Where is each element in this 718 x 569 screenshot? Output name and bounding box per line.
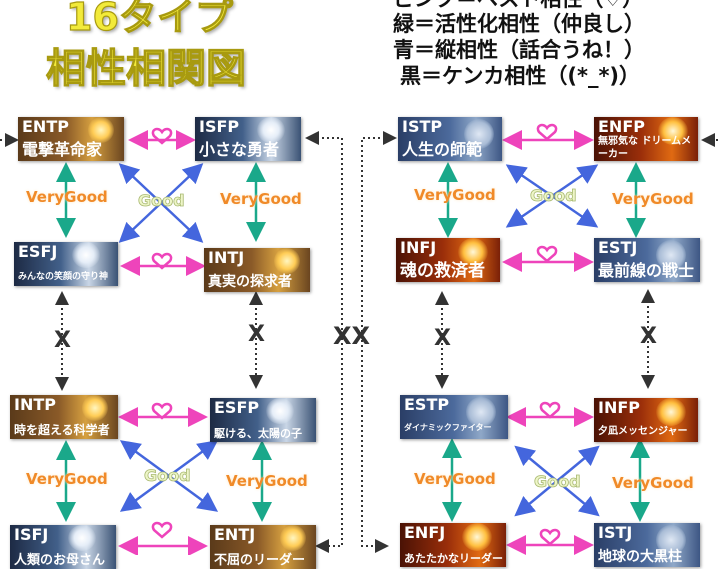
type-nickname: 人類のお母さん — [14, 553, 106, 568]
conflict-mark: X — [434, 326, 451, 351]
type-code: INFP — [598, 398, 640, 417]
very-good-label: VeryGood — [612, 474, 694, 492]
title-line-1: 16タイプ — [65, 0, 233, 40]
type-nickname: 人生の師範 — [402, 140, 483, 159]
type-nickname: 電撃革命家 — [22, 140, 103, 159]
very-good-label: VeryGood — [414, 186, 496, 204]
connector-lines — [0, 123, 718, 555]
title-line-2: 相性相関図 — [45, 45, 246, 92]
type-code: ISFP — [199, 117, 240, 136]
type-nickname: 夕凪メッセンジャー — [598, 426, 688, 437]
type-code: ENFP — [598, 117, 645, 136]
card-infp: INFP 夕凪メッセンジャー — [594, 398, 698, 442]
type-code: ISTP — [402, 117, 443, 136]
card-enfj: ENFJ あたたかなリーダー — [400, 523, 506, 567]
card-enfp: ENFP 無邪気な ドリームメーカー — [594, 117, 698, 161]
type-code: ESFJ — [18, 242, 58, 261]
type-nickname: 駆ける、太陽の子 — [214, 427, 302, 440]
type-code: INFJ — [400, 238, 437, 257]
conflict-mark-center: XX — [333, 322, 371, 350]
type-nickname: 魂の救済者 — [400, 261, 485, 281]
card-isfp: ISFP 小さな勇者 — [195, 117, 301, 161]
card-intp: INTP 時を超える科学者 — [10, 395, 118, 439]
type-code: ESTP — [404, 395, 450, 414]
card-infj: INFJ 魂の救済者 — [396, 238, 500, 282]
card-entp: ENTP 電撃革命家 — [18, 117, 124, 161]
good-label: Good — [138, 191, 185, 211]
type-nickname: 小さな勇者 — [199, 140, 280, 159]
conflict-mark: X — [640, 324, 657, 349]
legend-conflict: 黒＝ケンカ相性（(*_*)） — [400, 64, 641, 88]
conflict-mark: X — [54, 328, 71, 353]
type-nickname: ダイナミックファイター — [404, 423, 492, 432]
very-good-label: VeryGood — [26, 188, 108, 206]
legend-vertical: 青＝縦相性（話合うね！） — [393, 38, 645, 62]
type-nickname: あたたかなリーダー — [404, 552, 503, 565]
card-isfj: ISFJ 人類のお母さん — [10, 525, 116, 569]
very-good-label: VeryGood — [26, 470, 108, 488]
legend-best: ピンク＝ベスト相性（♡） — [393, 0, 643, 11]
card-estj: ESTJ 最前線の戦士 — [594, 238, 700, 282]
legend-active: 緑＝活性化相性（仲良し） — [393, 12, 645, 36]
type-code: INTJ — [208, 248, 245, 267]
very-good-label: VeryGood — [220, 190, 302, 208]
good-label: Good — [534, 472, 581, 492]
type-nickname: 時を超える科学者 — [14, 423, 110, 437]
type-nickname: 真実の探求者 — [208, 274, 292, 290]
type-nickname: 不屈のリーダー — [214, 553, 306, 568]
very-good-label: VeryGood — [226, 472, 308, 490]
card-estp: ESTP ダイナミックファイター — [400, 395, 508, 439]
type-code: ISTJ — [598, 523, 633, 542]
good-label: Good — [530, 186, 577, 206]
card-esfj: ESFJ みんなの笑顔の守り神 — [14, 242, 118, 286]
type-nickname: 最前線の戦士 — [598, 261, 695, 280]
conflict-mark: X — [248, 322, 265, 347]
type-code: ENTJ — [214, 525, 256, 544]
type-code: ISFJ — [14, 525, 49, 544]
card-istj: ISTJ 地球の大黒柱 — [594, 523, 700, 567]
very-good-label: VeryGood — [612, 190, 694, 208]
type-code: ESFP — [214, 398, 260, 417]
card-istp: ISTP 人生の師範 — [398, 117, 502, 161]
type-nickname: 地球の大黒柱 — [598, 549, 682, 565]
card-entj: ENTJ 不屈のリーダー — [210, 525, 316, 569]
card-esfp: ESFP 駆ける、太陽の子 — [210, 398, 316, 442]
card-intj: INTJ 真実の探求者 — [204, 248, 310, 292]
good-label: Good — [144, 466, 191, 486]
very-good-label: VeryGood — [414, 470, 496, 488]
type-nickname: 無邪気な ドリームメーカー — [598, 136, 692, 160]
type-code: ENTP — [22, 117, 69, 136]
type-nickname: みんなの笑顔の守り神 — [18, 272, 109, 282]
type-code: ESTJ — [598, 238, 638, 257]
type-code: ENFJ — [404, 523, 446, 542]
type-code: INTP — [14, 395, 56, 414]
